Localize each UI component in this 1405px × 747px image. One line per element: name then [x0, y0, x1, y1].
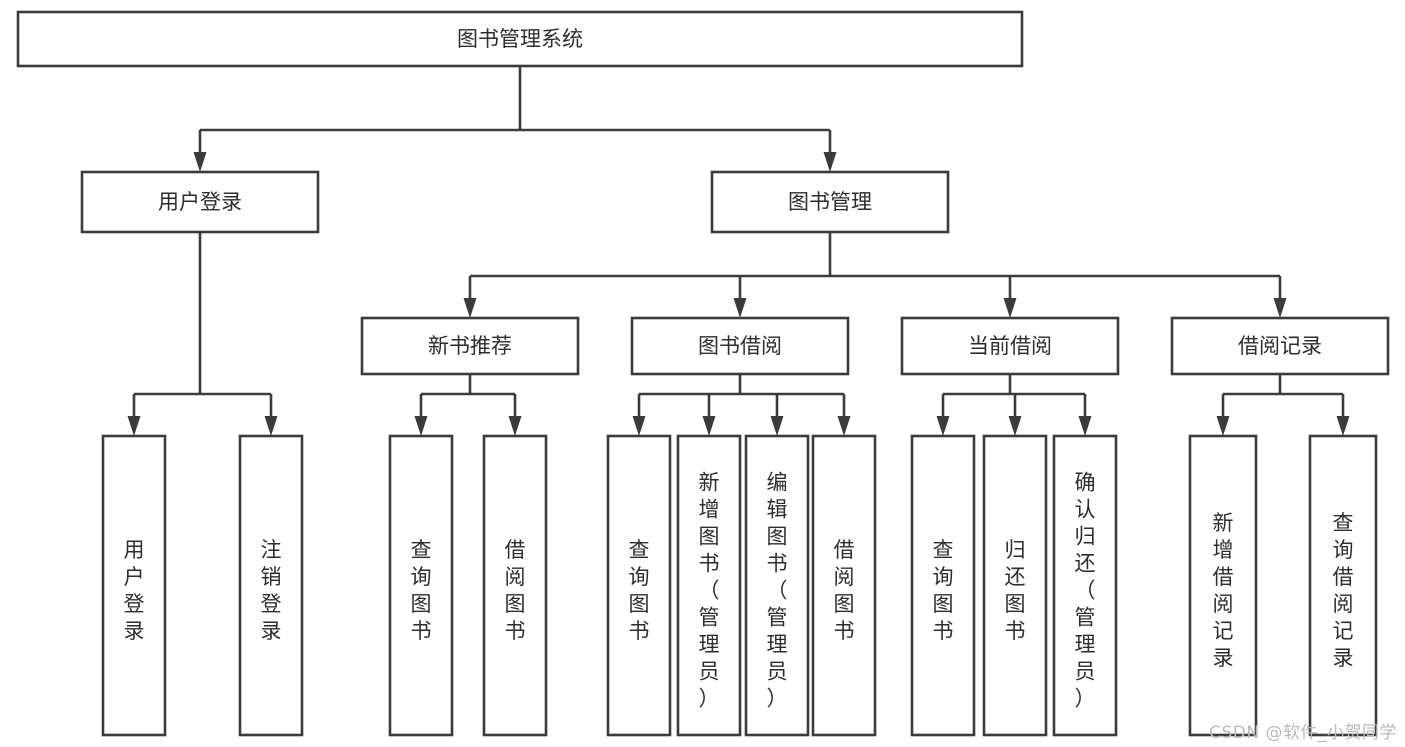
node-box	[1170, 316, 1390, 376]
node-leaf-rec-query[interactable]: 查询图书	[388, 434, 454, 737]
node-label: 借阅图书	[505, 538, 526, 643]
arrow-head-icon	[1003, 298, 1017, 318]
arrow-head-icon	[823, 152, 837, 172]
node-leaf-user-logout[interactable]: 注销登录	[238, 434, 304, 737]
node-leaf-user-login[interactable]: 用户登录	[101, 434, 167, 737]
arrow-head-icon	[1336, 416, 1350, 436]
arrow-head-icon	[193, 152, 207, 172]
node-user-login[interactable]: 用户登录	[80, 170, 320, 234]
node-box	[910, 434, 976, 737]
arrow-head-icon	[1273, 298, 1287, 318]
node-leaf-record-query[interactable]: 查询借阅记录	[1308, 434, 1378, 737]
arrow-head-icon	[127, 416, 141, 436]
node-box	[811, 434, 877, 737]
node-label: 归还图书	[1005, 538, 1026, 643]
node-root[interactable]: 图书管理系统	[16, 10, 1024, 68]
nodes-layer: 图书管理系统用户登录图书管理新书推荐图书借阅当前借阅借阅记录用户登录注销登录查询…	[16, 10, 1390, 737]
node-box	[1052, 434, 1118, 737]
node-label: 查询借阅记录	[1333, 511, 1354, 670]
node-box	[982, 434, 1048, 737]
arrow-head-icon	[463, 298, 477, 318]
arrow-head-icon	[1216, 416, 1230, 436]
arrow-head-icon	[936, 416, 950, 436]
node-leaf-borrow-edit[interactable]: 编辑图书（管理员）	[744, 434, 810, 737]
arrow-head-icon	[632, 416, 646, 436]
node-label: 新增图书（管理员）	[699, 470, 720, 710]
node-box	[900, 316, 1120, 376]
node-box	[388, 434, 454, 737]
node-box	[1308, 434, 1378, 737]
node-new-book-rec[interactable]: 新书推荐	[360, 316, 580, 376]
node-book-manage[interactable]: 图书管理	[710, 170, 950, 234]
arrow-head-icon	[702, 416, 716, 436]
node-box	[710, 170, 950, 234]
node-label: 注销登录	[261, 538, 282, 643]
node-label: 图书管理系统	[457, 27, 583, 51]
node-label: 新书推荐	[428, 334, 512, 358]
node-box	[101, 434, 167, 737]
node-box	[80, 170, 320, 234]
node-box	[676, 434, 742, 737]
node-label: 编辑图书（管理员）	[767, 470, 788, 710]
node-box	[16, 10, 1024, 68]
node-label: 查询图书	[411, 538, 432, 643]
arrow-head-icon	[414, 416, 428, 436]
node-label: 查询图书	[933, 538, 954, 643]
node-current-borrow[interactable]: 当前借阅	[900, 316, 1120, 376]
arrow-head-icon	[264, 416, 278, 436]
node-label: 当前借阅	[968, 334, 1052, 358]
node-label: 借阅记录	[1238, 334, 1322, 358]
node-box	[360, 316, 580, 376]
node-leaf-current-return[interactable]: 归还图书	[982, 434, 1048, 737]
node-label: 图书管理	[788, 190, 872, 214]
node-label: 用户登录	[158, 190, 242, 214]
node-box	[482, 434, 548, 737]
node-leaf-current-query[interactable]: 查询图书	[910, 434, 976, 737]
node-box	[630, 316, 850, 376]
node-leaf-rec-borrow[interactable]: 借阅图书	[482, 434, 548, 737]
node-label: 新增借阅记录	[1213, 511, 1234, 670]
node-box	[238, 434, 304, 737]
node-label: 确认归还（管理员）	[1075, 470, 1096, 710]
node-leaf-record-add[interactable]: 新增借阅记录	[1188, 434, 1258, 737]
node-leaf-borrow-add[interactable]: 新增图书（管理员）	[676, 434, 742, 737]
arrow-head-icon	[837, 416, 851, 436]
node-leaf-current-confirm[interactable]: 确认归还（管理员）	[1052, 434, 1118, 737]
arrow-head-icon	[1078, 416, 1092, 436]
arrow-head-icon	[733, 298, 747, 318]
node-box	[606, 434, 672, 737]
node-leaf-borrow-query[interactable]: 查询图书	[606, 434, 672, 737]
node-label: 用户登录	[124, 538, 145, 643]
node-label: 查询图书	[629, 538, 650, 643]
node-label: 借阅图书	[834, 538, 855, 643]
edges-layer	[127, 66, 1350, 436]
node-box	[744, 434, 810, 737]
node-leaf-borrow-lend[interactable]: 借阅图书	[811, 434, 877, 737]
node-label: 图书借阅	[698, 334, 782, 358]
arrow-head-icon	[1008, 416, 1022, 436]
node-book-borrow[interactable]: 图书借阅	[630, 316, 850, 376]
node-borrow-record[interactable]: 借阅记录	[1170, 316, 1390, 376]
arrow-head-icon	[508, 416, 522, 436]
arrow-head-icon	[770, 416, 784, 436]
node-box	[1188, 434, 1258, 737]
